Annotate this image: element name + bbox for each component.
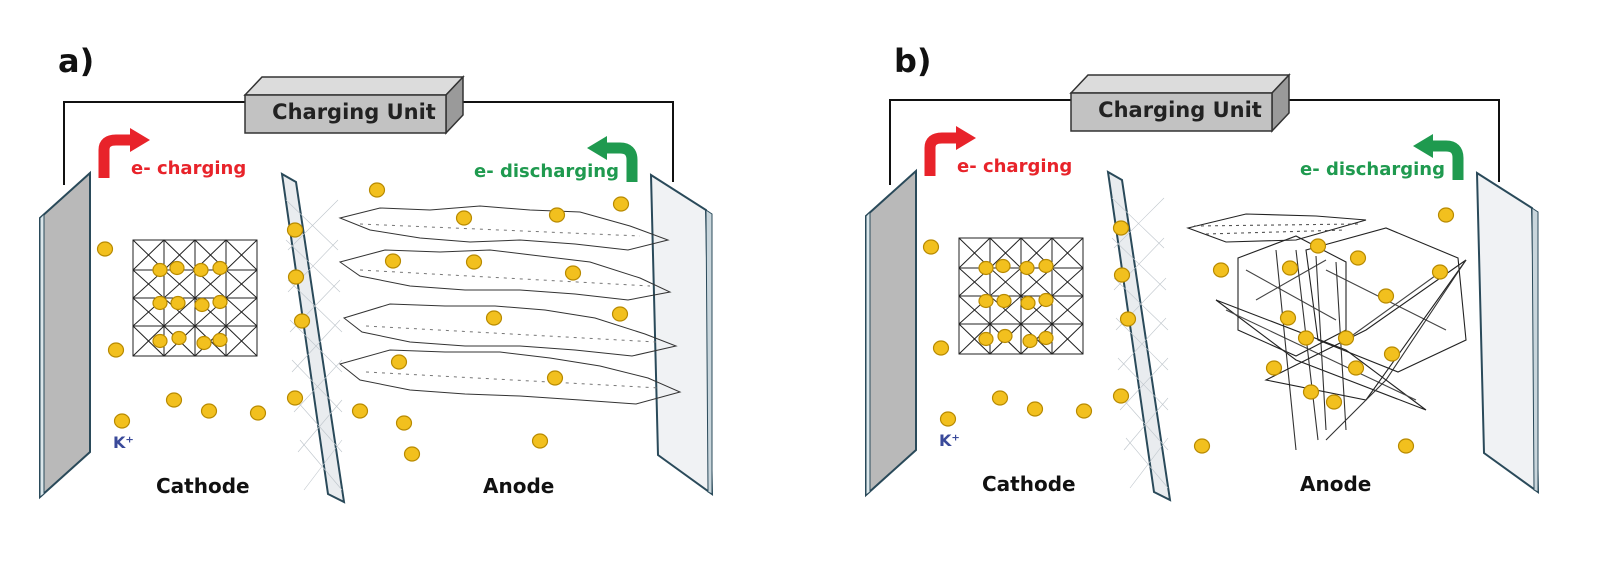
separator-membrane (280, 172, 346, 504)
panel-a: a) Charging Unit e- charging e- discharg… (39, 42, 714, 504)
discharging-arrow-icon (587, 136, 638, 182)
cathode-current-collector (39, 170, 91, 500)
circuit-wire (63, 101, 674, 185)
charging-arrow-icon (924, 126, 976, 176)
anode-disordered-graphene (1186, 213, 1467, 451)
cathode-label: Cathode (982, 472, 1076, 496)
anode-current-collector (1475, 171, 1540, 494)
ion-label: K⁺ (113, 433, 134, 452)
circuit-wire (889, 99, 1500, 185)
anode-label: Anode (483, 474, 555, 498)
cathode-label: Cathode (156, 474, 250, 498)
charging-label: e- charging (957, 156, 1073, 177)
anode-graphite-layers (338, 205, 682, 405)
panel-letter: b) (894, 42, 932, 80)
charging-arrow-icon (98, 128, 150, 178)
discharging-arrow-icon (1413, 134, 1464, 180)
charging-unit-box (243, 75, 465, 135)
discharging-label: e- discharging (474, 161, 619, 182)
cathode-crystal-lattice (958, 237, 1084, 355)
charging-unit-box (1069, 73, 1291, 133)
separator-membrane (1106, 170, 1172, 502)
panel-letter: a) (58, 42, 95, 80)
cathode-current-collector (865, 168, 917, 498)
cathode-crystal-lattice (132, 239, 258, 357)
anode-current-collector (649, 173, 714, 496)
panel-a-diagram (39, 75, 714, 504)
anode-label: Anode (1300, 472, 1372, 496)
ion-label: K⁺ (939, 431, 960, 450)
charging-unit-label: Charging Unit (272, 100, 436, 124)
potassium-ions (96, 182, 630, 462)
charging-unit-label: Charging Unit (1098, 98, 1262, 122)
panel-b: b) Charging Unit e- charging e- discharg… (826, 0, 1599, 578)
charging-label: e- charging (131, 158, 247, 179)
discharging-label: e- discharging (1300, 159, 1445, 180)
panel-b-diagram (865, 73, 1540, 502)
potassium-ions (922, 207, 1455, 454)
